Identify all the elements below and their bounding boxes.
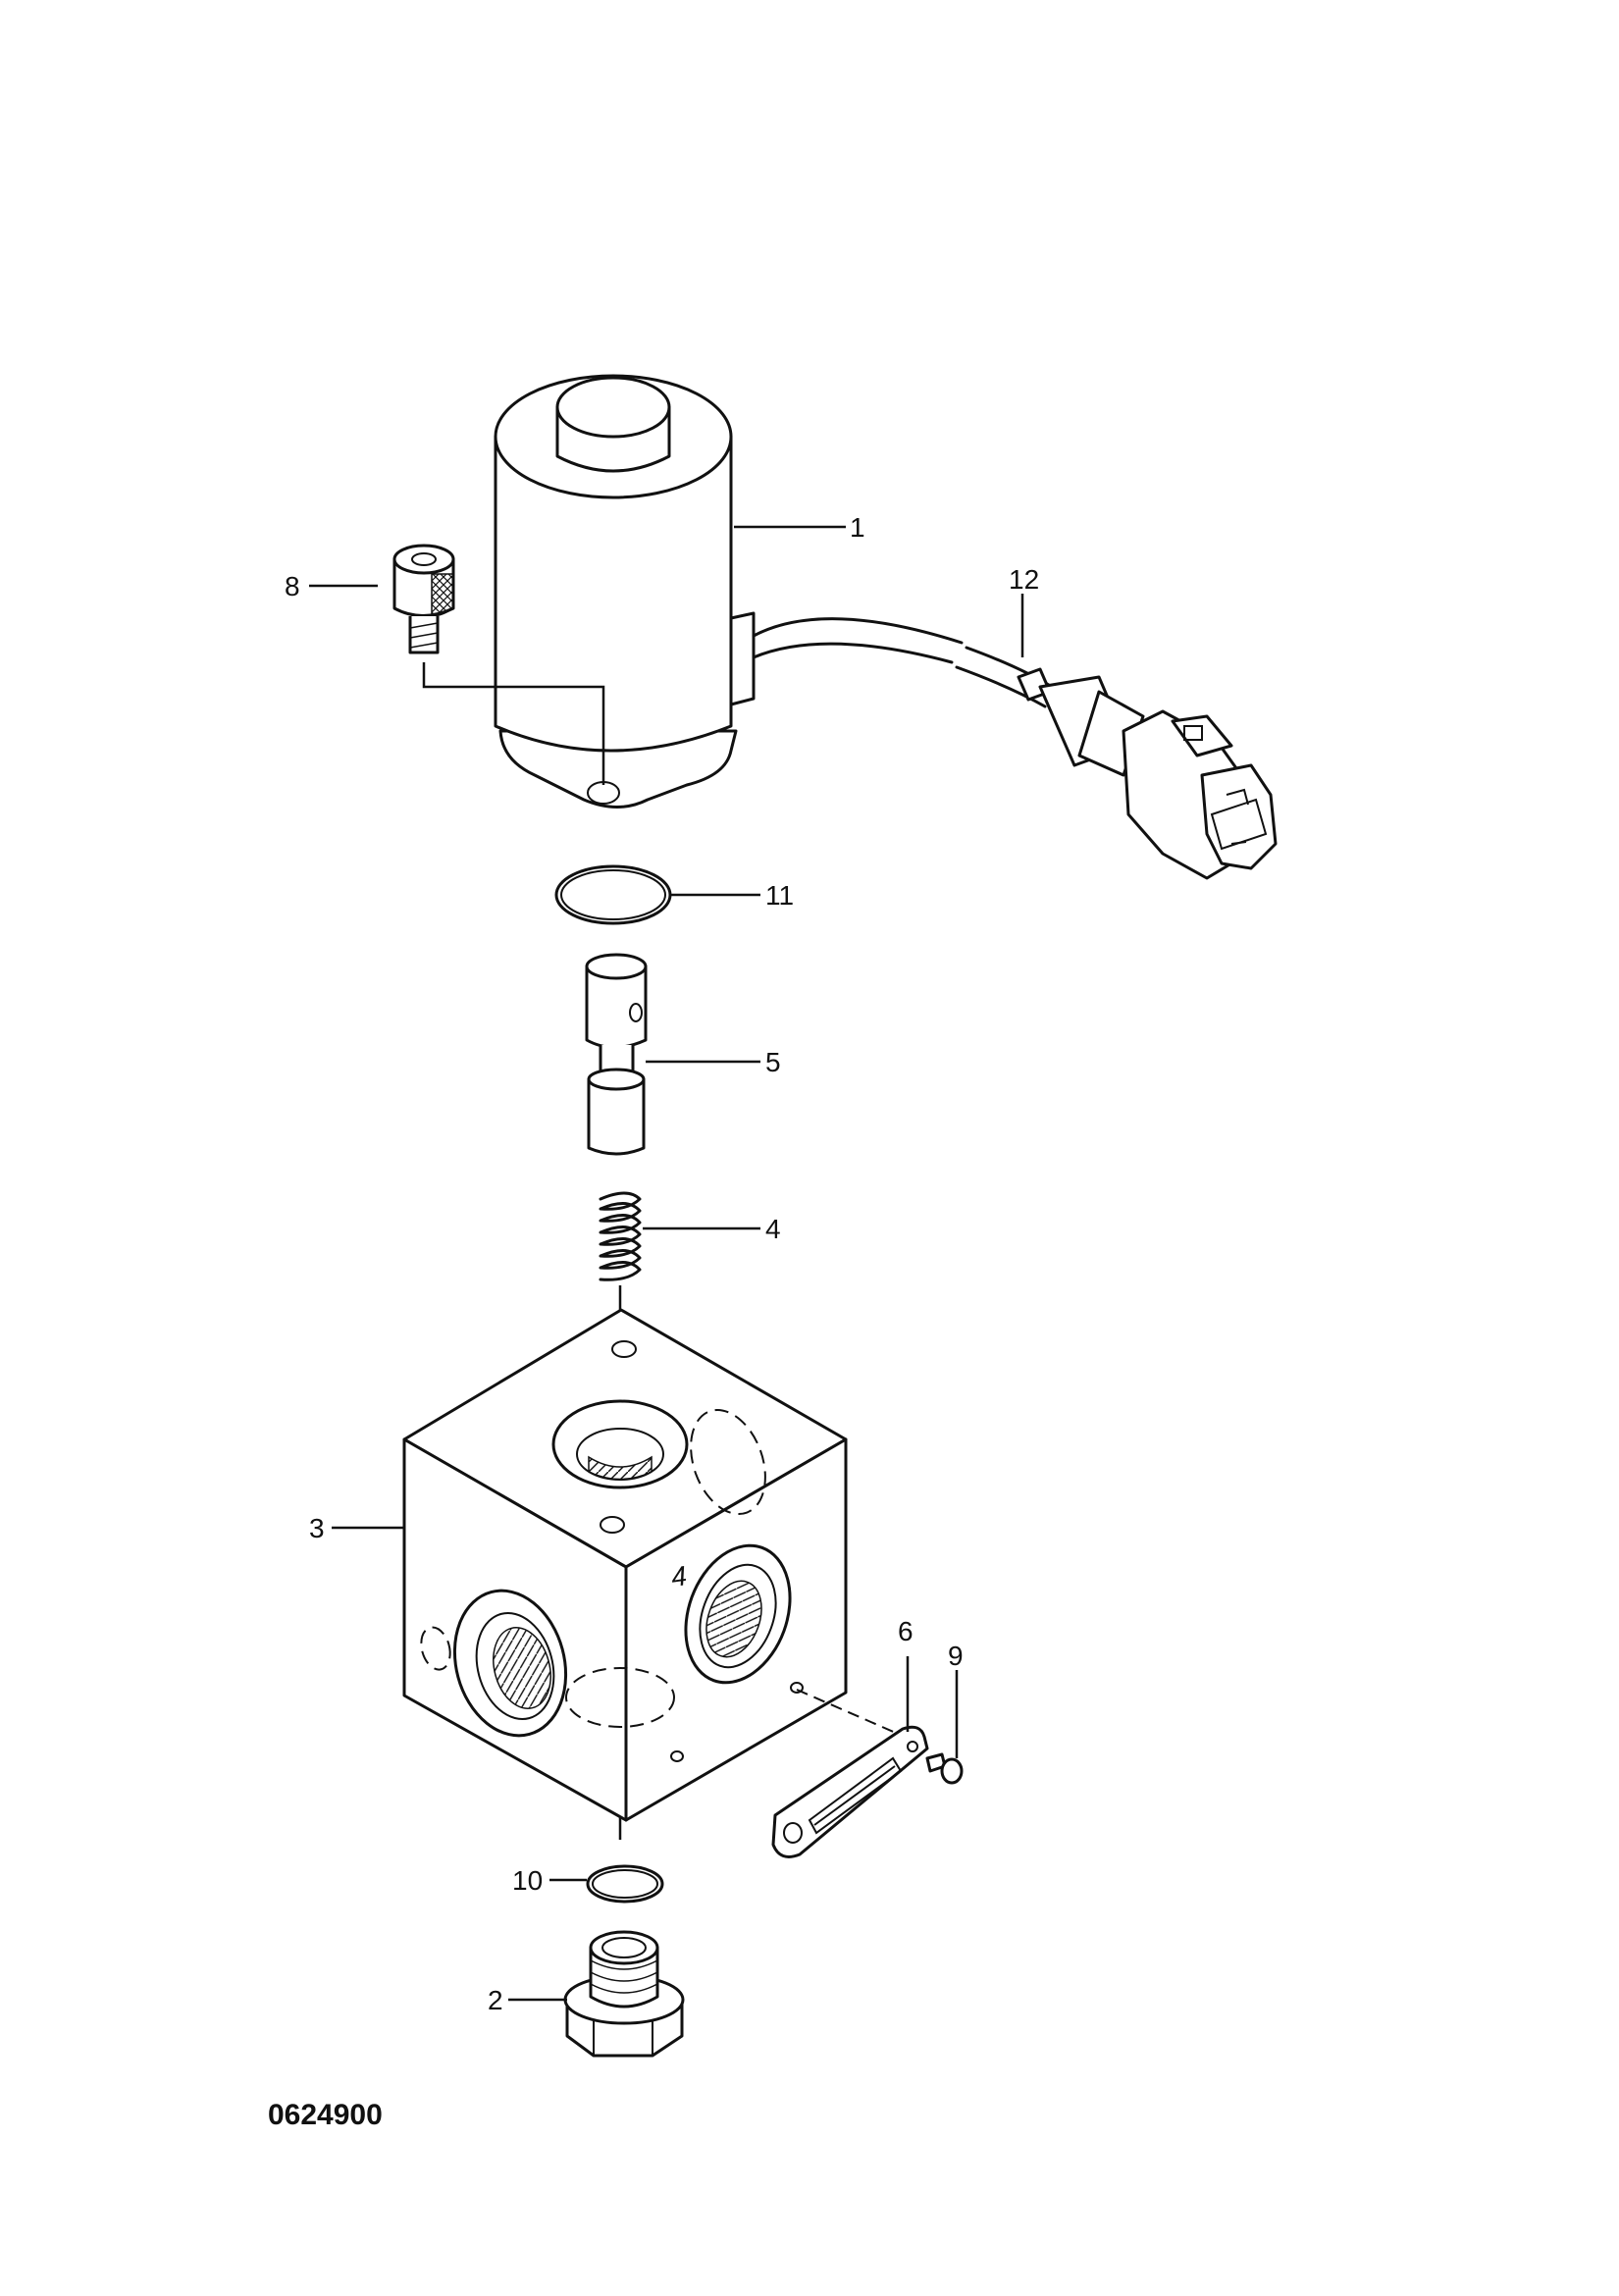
callout-9: 9 bbox=[948, 1641, 964, 1671]
callout-10: 10 bbox=[512, 1865, 543, 1896]
callout-5: 5 bbox=[765, 1047, 781, 1077]
solenoid-coil bbox=[494, 374, 756, 809]
callout-1: 1 bbox=[850, 512, 865, 543]
o-ring-upper bbox=[554, 864, 672, 925]
callout-2: 2 bbox=[488, 1985, 503, 2015]
leader-lines bbox=[309, 525, 1024, 2002]
drive-screw bbox=[925, 1752, 964, 1785]
electrical-connector bbox=[1038, 675, 1278, 880]
screw-alignment-line bbox=[422, 662, 605, 785]
o-ring-lower bbox=[586, 1864, 664, 1904]
port-marking: 4 bbox=[669, 1560, 689, 1592]
hex-plug bbox=[563, 1930, 685, 2058]
callouts: 1 8 12 11 5 4 3 6 9 10 2 bbox=[285, 512, 1039, 2015]
plunger bbox=[585, 953, 648, 1156]
plate-alignment-line bbox=[796, 1689, 906, 1738]
callout-3: 3 bbox=[309, 1513, 325, 1543]
valve-body: 4 bbox=[402, 1308, 848, 1822]
callout-4: 4 bbox=[765, 1214, 781, 1244]
spring bbox=[599, 1191, 642, 1281]
cap-screw bbox=[392, 544, 455, 654]
wire-harness bbox=[752, 617, 1054, 708]
callout-11: 11 bbox=[765, 880, 794, 911]
drawing-number: 0624900 bbox=[268, 2099, 383, 2131]
callout-8: 8 bbox=[285, 571, 300, 601]
callout-6: 6 bbox=[898, 1616, 914, 1646]
name-plate bbox=[771, 1725, 929, 1858]
callout-12: 12 bbox=[1009, 564, 1039, 595]
